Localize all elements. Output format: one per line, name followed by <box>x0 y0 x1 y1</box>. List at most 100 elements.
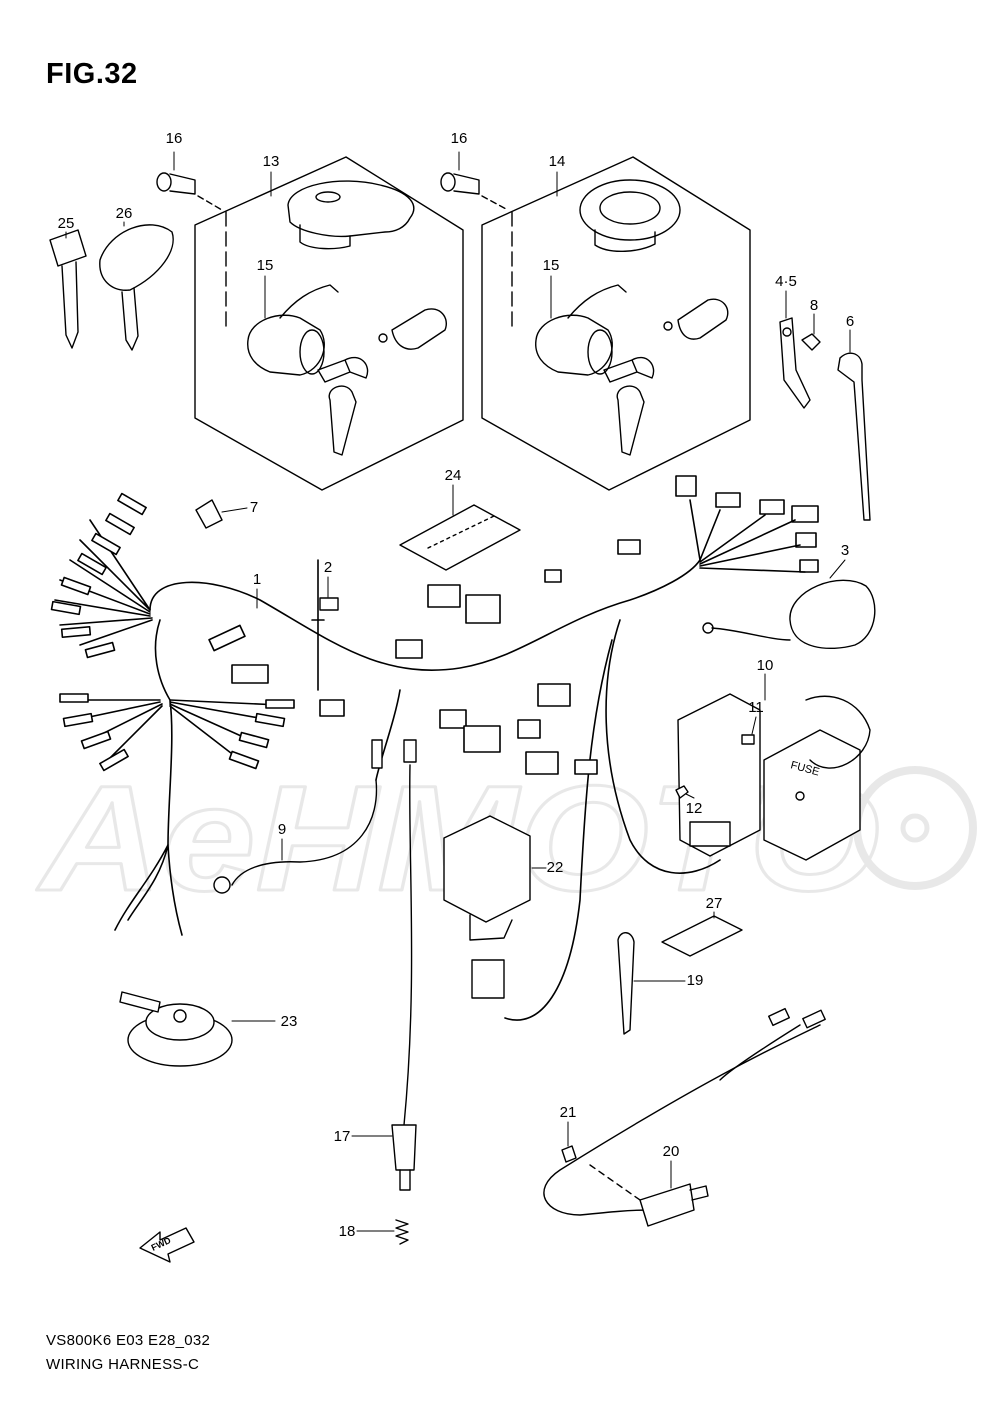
callout-label-20[interactable]: 20 <box>663 1143 680 1160</box>
screw-shank <box>169 173 196 195</box>
condenser-terminal <box>702 622 714 634</box>
callout-label-9[interactable]: 9 <box>278 821 286 838</box>
lock-face <box>587 329 613 375</box>
callout-label-11[interactable]: 11 <box>748 699 764 716</box>
lock-cylinder <box>247 314 325 376</box>
key-blade <box>61 261 79 349</box>
terminal-fan-lower <box>59 693 295 772</box>
horn-23 <box>119 991 233 1067</box>
screw-head <box>440 172 456 192</box>
arrow-shape <box>139 1227 195 1263</box>
callout-label-7[interactable]: 7 <box>250 499 258 516</box>
diagram-code: VS800K6 E03 E28_032 <box>46 1332 211 1349</box>
leader-line <box>751 716 757 735</box>
fuse-box-cover <box>763 729 861 861</box>
cover-mark <box>795 791 805 801</box>
callout-label-17[interactable]: 17 <box>334 1128 351 1145</box>
callout-label-1[interactable]: 1 <box>253 571 261 588</box>
key-head <box>49 229 87 267</box>
leader-line <box>829 559 846 579</box>
switch-cap-round <box>579 179 681 241</box>
bolt-8 <box>801 333 821 351</box>
spring-18 <box>395 1219 409 1245</box>
callout-label-15b[interactable]: 15 <box>543 257 560 274</box>
switch-cap-rim <box>299 224 351 250</box>
fuse-box-connector <box>689 821 731 847</box>
fuse-box-lower <box>677 693 761 857</box>
callout-label-14[interactable]: 14 <box>549 153 566 170</box>
callout-label-10[interactable]: 10 <box>757 657 774 674</box>
forward-arrow: FWD <box>139 1227 195 1263</box>
label-24 <box>399 504 521 571</box>
callout-label-16b[interactable]: 16 <box>451 130 468 147</box>
label-sheet <box>661 915 743 957</box>
callout-label-3[interactable]: 3 <box>841 542 849 559</box>
switch-cover <box>391 308 447 350</box>
wire-terminal <box>802 1009 826 1029</box>
connector-stub <box>311 559 325 691</box>
cap-rim <box>594 229 656 253</box>
callout-label-23[interactable]: 23 <box>281 1013 298 1030</box>
lock-cylinder <box>535 314 613 376</box>
screw-21 <box>561 1145 577 1163</box>
horn-terminal <box>173 1009 187 1023</box>
callout-label-45[interactable]: 4·5 <box>775 273 797 290</box>
screw-shank <box>453 173 480 195</box>
bolt-head <box>801 333 821 351</box>
clip-body <box>195 499 223 529</box>
callout-label-24[interactable]: 24 <box>445 467 462 484</box>
callout-label-6[interactable]: 6 <box>846 313 854 330</box>
callout-label-18[interactable]: 18 <box>339 1223 356 1240</box>
callout-label-2[interactable]: 2 <box>324 559 332 576</box>
cover-pin <box>663 321 673 331</box>
key-blank-25 <box>49 229 87 349</box>
switch-cable <box>403 764 413 1126</box>
switch-body <box>639 1183 695 1227</box>
harness-connectors <box>208 475 819 775</box>
harness-drop <box>375 689 401 781</box>
switch-plunger <box>399 1169 411 1191</box>
condenser-lead <box>711 627 791 641</box>
relay-base <box>469 914 513 941</box>
screw-16-left <box>156 172 223 211</box>
watermark-hub <box>900 813 930 843</box>
bracket-hole <box>782 327 792 337</box>
callout-label-25[interactable]: 25 <box>58 215 75 232</box>
fuse-11 <box>741 734 755 745</box>
condenser-3 <box>702 579 876 650</box>
callout-label-19[interactable]: 19 <box>687 972 704 989</box>
screw-16-right <box>440 172 509 211</box>
key-lower <box>328 385 357 456</box>
callout-label-27[interactable]: 27 <box>706 895 723 912</box>
switch-connector <box>403 739 417 763</box>
wire <box>231 779 378 886</box>
ignition-switch-set-left <box>194 156 464 491</box>
leader-line <box>685 793 695 799</box>
switch-20 <box>543 1007 826 1227</box>
callout-label-22[interactable]: 22 <box>547 859 564 876</box>
diode-body <box>319 597 339 611</box>
lock-face <box>299 329 325 375</box>
callout-label-15a[interactable]: 15 <box>257 257 274 274</box>
key-26 <box>99 224 174 351</box>
screw-12 <box>675 785 689 799</box>
dash-guide <box>481 195 509 211</box>
fuse-box-10: FUSE <box>675 693 871 861</box>
callout-label-21[interactable]: 21 <box>560 1104 577 1121</box>
callout-label-8[interactable]: 8 <box>810 297 818 314</box>
callout-label-12[interactable]: 12 <box>686 800 703 817</box>
switch-wire-2 <box>719 1024 801 1081</box>
callout-label-13[interactable]: 13 <box>263 153 280 170</box>
clip-7 <box>195 499 223 529</box>
horn-bracket <box>119 991 161 1013</box>
callout-label-26[interactable]: 26 <box>116 205 133 222</box>
cap-inner <box>599 191 661 225</box>
wire-terminal <box>768 1007 790 1027</box>
callout-label-16a[interactable]: 16 <box>166 130 183 147</box>
relay-connector <box>471 959 505 999</box>
lock-wire <box>567 284 627 319</box>
bracket-body <box>779 317 811 409</box>
dash-guide <box>589 1164 641 1201</box>
key-head <box>99 224 174 291</box>
